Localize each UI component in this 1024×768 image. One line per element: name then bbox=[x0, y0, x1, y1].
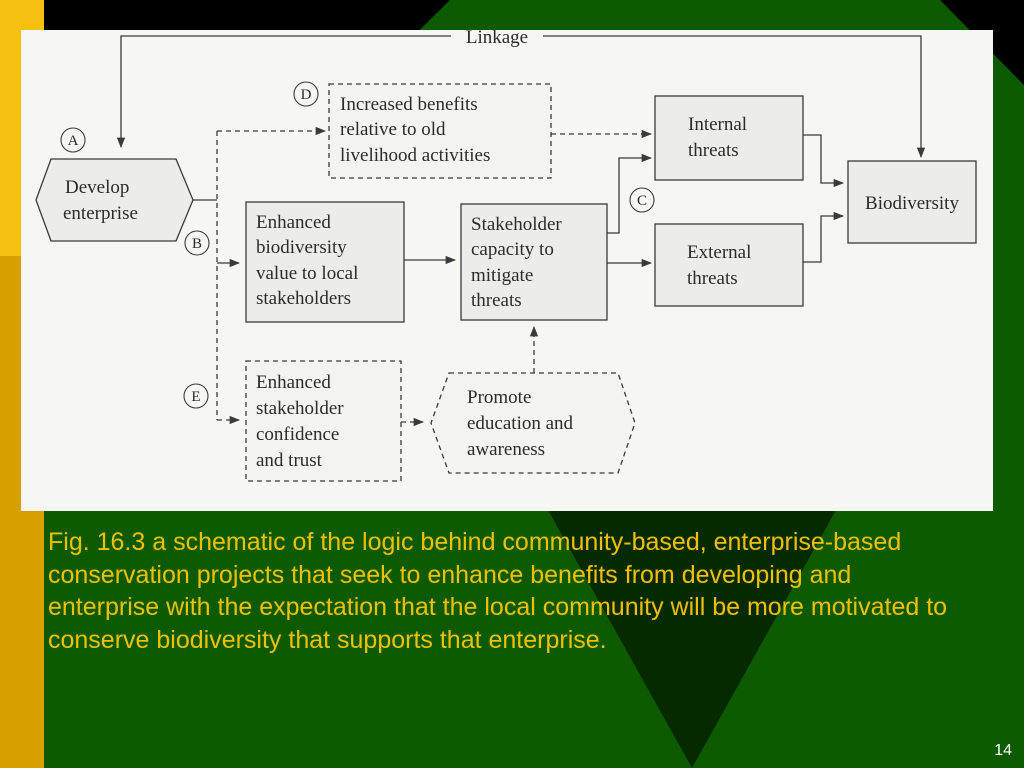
internal-threats-line2: threats bbox=[688, 140, 739, 161]
stakeholder-capacity-line4: threats bbox=[471, 290, 522, 311]
enhanced-confidence-line3: confidence bbox=[256, 424, 339, 445]
internal-threats-node: Internal threats bbox=[654, 95, 804, 181]
svg-text:B: B bbox=[192, 236, 202, 252]
stakeholder-capacity-line2: capacity to bbox=[471, 239, 554, 260]
label-d: D bbox=[293, 81, 319, 107]
label-b: B bbox=[184, 230, 210, 256]
stakeholder-capacity-node: Stakeholder capacity to mitigate threats bbox=[460, 203, 608, 321]
threats-to-biodiversity-connectors bbox=[803, 134, 845, 263]
promote-education-line1: Promote bbox=[467, 387, 531, 408]
label-e: E bbox=[183, 383, 209, 409]
label-c: C bbox=[629, 187, 655, 213]
svg-text:C: C bbox=[637, 193, 647, 209]
increased-benefits-line2: relative to old bbox=[340, 119, 446, 140]
external-threats-line1: External bbox=[687, 242, 751, 263]
enhanced-biodiversity-line1: Enhanced bbox=[256, 212, 331, 233]
develop-enterprise-node: Develop enterprise bbox=[35, 158, 194, 242]
stakeholder-capacity-line1: Stakeholder bbox=[471, 214, 562, 235]
enhanced-biodiversity-line3: value to local bbox=[256, 263, 358, 284]
figure-caption: Fig. 16.3 a schematic of the logic behin… bbox=[48, 528, 948, 654]
enhanced-confidence-line2: stakeholder bbox=[256, 398, 344, 419]
biodiversity-node: Biodiversity bbox=[847, 160, 977, 244]
svg-text:D: D bbox=[301, 87, 312, 103]
promote-education-node: Promote education and awareness bbox=[430, 372, 636, 474]
enhanced-confidence-node: Enhanced stakeholder confidence and trus… bbox=[245, 360, 402, 482]
develop-branch-connectors bbox=[193, 126, 327, 425]
linkage-label: Linkage bbox=[466, 30, 528, 48]
svg-text:A: A bbox=[68, 133, 79, 149]
page-number: 14 bbox=[994, 742, 1012, 759]
biodiversity-label: Biodiversity bbox=[865, 193, 959, 214]
enhanced-biodiversity-line2: biodiversity bbox=[256, 237, 347, 258]
develop-enterprise-line2: enterprise bbox=[63, 203, 138, 224]
linkage-connector: Linkage bbox=[116, 30, 926, 159]
promote-education-line2: education and bbox=[467, 413, 574, 434]
external-threats-line2: threats bbox=[687, 268, 738, 289]
label-a: A bbox=[60, 127, 86, 153]
svg-text:E: E bbox=[191, 389, 200, 405]
promote-education-line3: awareness bbox=[467, 439, 545, 460]
enhanced-biodiversity-value-node: Enhanced biodiversity value to local sta… bbox=[245, 201, 405, 323]
develop-enterprise-line1: Develop bbox=[65, 177, 129, 198]
bottom-dark-triangle bbox=[548, 510, 836, 768]
capacity-to-threats-connectors bbox=[607, 153, 653, 268]
external-threats-node: External threats bbox=[654, 223, 804, 307]
enhanced-confidence-line4: and trust bbox=[256, 450, 323, 471]
enhanced-biodiversity-line4: stakeholders bbox=[256, 288, 351, 309]
increased-benefits-line1: Increased benefits bbox=[340, 94, 478, 115]
increased-benefits-node: Increased benefits relative to old livel… bbox=[328, 83, 552, 179]
stakeholder-capacity-line3: mitigate bbox=[471, 265, 533, 286]
internal-threats-line1: Internal bbox=[688, 114, 747, 135]
diagram-figure: Linkage Develop enterprise Increased ben… bbox=[21, 30, 993, 511]
enhanced-confidence-line1: Enhanced bbox=[256, 372, 331, 393]
increased-benefits-line3: livelihood activities bbox=[340, 145, 490, 166]
